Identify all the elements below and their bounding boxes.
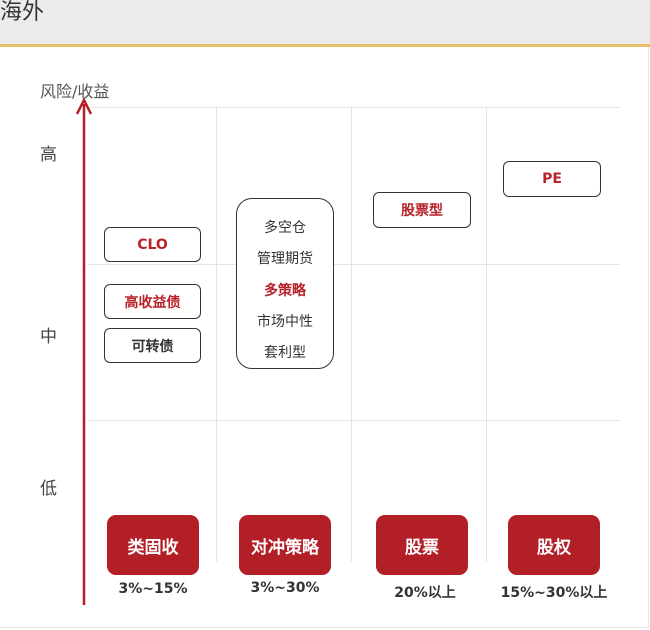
return-range-equity: 15%~30%以上 xyxy=(500,585,608,601)
product-high-yield-bond: 高收益债 xyxy=(104,284,201,319)
y-level-high: 高 xyxy=(40,145,57,165)
strategy-long-short: 多空仓 xyxy=(264,220,306,236)
return-range-stocks: 20%以上 xyxy=(394,585,456,601)
grid-line-vertical xyxy=(486,107,487,562)
strategy-arbitrage: 套利型 xyxy=(264,345,306,361)
category-fixed-income-like: 类固收 xyxy=(107,515,199,575)
page-header: 海外 xyxy=(0,0,650,47)
product-pe: PE xyxy=(503,161,601,197)
strategy-market-neutral: 市场中性 xyxy=(257,314,313,330)
product-clo: CLO xyxy=(104,227,201,262)
category-equity: 股权 xyxy=(508,515,600,575)
diagram-panel xyxy=(0,47,649,628)
y-level-medium: 中 xyxy=(40,327,57,347)
category-stocks: 股票 xyxy=(376,515,468,575)
return-range-fixed-income-like: 3%~15% xyxy=(118,581,188,597)
grid-line-horizontal xyxy=(87,264,620,265)
product-convertible-bond: 可转债 xyxy=(104,328,201,363)
grid-line-vertical xyxy=(351,107,352,562)
hedge-strategy-group: 多空仓 管理期货 多策略 市场中性 套利型 xyxy=(236,198,334,369)
product-equity-fund: 股票型 xyxy=(373,192,471,228)
strategy-managed-futures: 管理期货 xyxy=(257,251,313,267)
y-level-low: 低 xyxy=(40,479,57,499)
return-range-hedge-strategy: 3%~30% xyxy=(250,580,320,596)
grid-line-vertical xyxy=(216,107,217,562)
y-axis-title: 风险/收益 xyxy=(40,82,110,101)
grid-line-horizontal xyxy=(87,107,620,108)
page-title: 海外 xyxy=(0,0,45,25)
category-hedge-strategy: 对冲策略 xyxy=(239,515,331,575)
grid-line-horizontal xyxy=(87,420,620,421)
strategy-multi-strategy: 多策略 xyxy=(264,283,306,299)
